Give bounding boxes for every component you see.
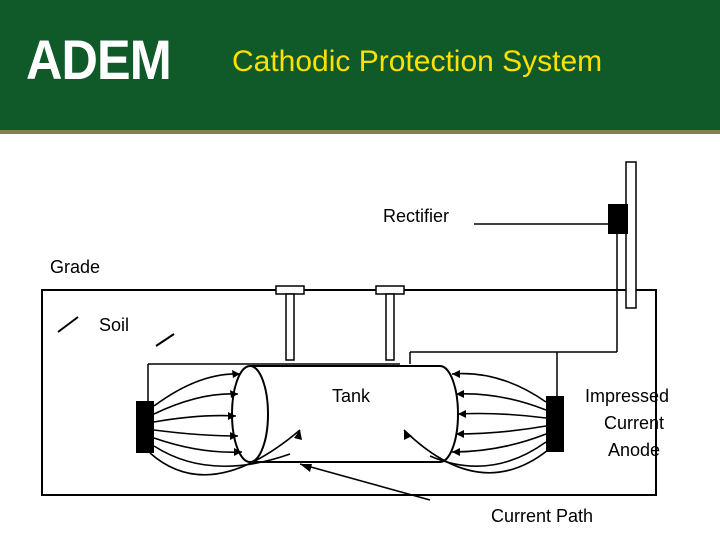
header-bar: ADEM Cathodic Protection System [0, 0, 720, 130]
rectifier-label: Rectifier [383, 206, 449, 226]
adem-logo: ADEM [26, 28, 172, 91]
current-path-arrow [300, 464, 312, 472]
soil-boundary [41, 289, 657, 496]
anode-label-line3: Anode [608, 440, 660, 460]
header-divider [0, 130, 720, 134]
soil-label: Soil [99, 315, 129, 335]
cathodic-protection-diagram: Rectifier Grade Soil Tank [41, 161, 669, 526]
rectifier-box [608, 204, 628, 234]
page-title: Cathodic Protection System [232, 45, 603, 78]
tank-end [231, 365, 269, 463]
fill-pipe-1 [285, 293, 295, 361]
right-current-lines [403, 372, 549, 474]
current-path-label: Current Path [491, 506, 593, 526]
tank-body [250, 365, 459, 463]
current-arrowheads [228, 370, 466, 456]
right-anode [546, 396, 564, 452]
grade-label: Grade [50, 257, 100, 277]
soil-mark-right [155, 333, 175, 347]
fill-pipe-cap-2 [375, 285, 405, 295]
tank-label: Tank [332, 386, 371, 406]
soil-mark-left [57, 316, 79, 333]
fill-pipe-cap-1 [275, 285, 305, 295]
anode-label-line1: Impressed [585, 386, 669, 406]
anode-label-line2: Current [604, 413, 664, 433]
left-anode [136, 401, 154, 453]
current-path-leader [299, 463, 431, 501]
rectifier-pole [625, 161, 637, 309]
fill-pipe-2 [385, 293, 395, 361]
